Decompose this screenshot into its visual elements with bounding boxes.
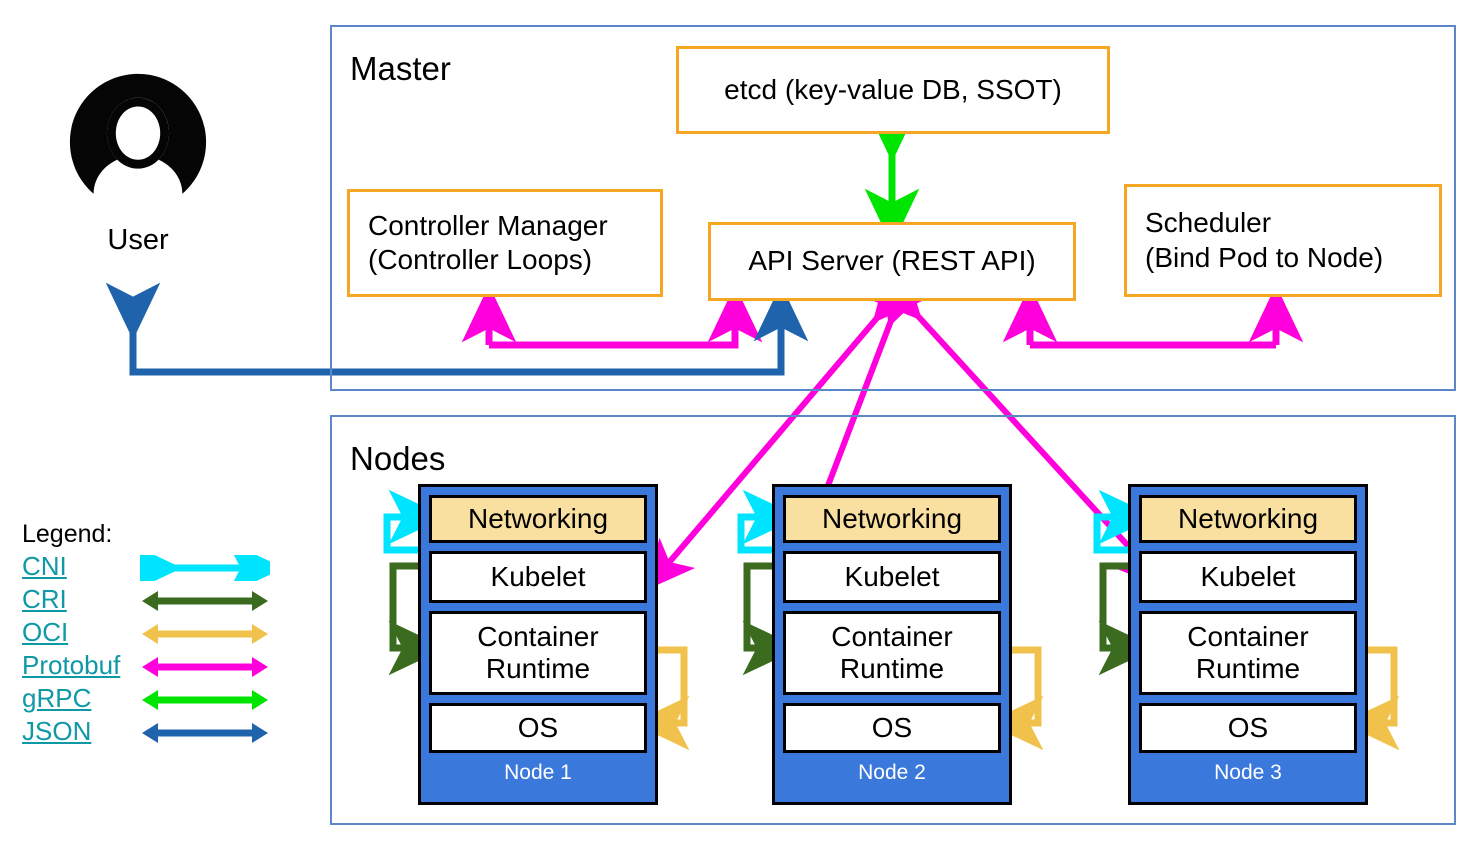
user-label: User: [107, 224, 169, 256]
legend-arrow-json: [142, 723, 268, 743]
node2-kubelet-layer[interactable]: Kubelet: [783, 551, 1001, 603]
node2-networking-layer[interactable]: Networking: [783, 495, 1001, 543]
legend-arrow-cri: [142, 591, 268, 611]
legend-heading: Legend:: [22, 520, 113, 548]
node2-container-runtime-layer[interactable]: Container Runtime: [783, 611, 1001, 695]
legend-link-grpc[interactable]: gRPC: [22, 683, 92, 713]
node1-os-layer[interactable]: OS: [429, 703, 647, 753]
node2-name-label: Node 2: [858, 761, 926, 784]
legend-row-oci: OCI: [22, 617, 272, 650]
nodes-group: [330, 415, 1456, 825]
node-card-node1[interactable]: Networking Kubelet Container Runtime OS …: [418, 484, 658, 805]
legend: Legend: CNI CRI OCI: [22, 520, 272, 749]
legend-arrow-oci: [142, 624, 268, 644]
node1-kubelet-layer[interactable]: Kubelet: [429, 551, 647, 603]
nodes-group-title: Nodes: [350, 440, 446, 477]
etcd-box[interactable]: etcd (key-value DB, SSOT): [676, 46, 1110, 134]
node-card-node2[interactable]: Networking Kubelet Container Runtime OS …: [772, 484, 1012, 805]
legend-link-cni[interactable]: CNI: [22, 551, 67, 581]
node1-networking-layer[interactable]: Networking: [429, 495, 647, 543]
legend-link-protobuf[interactable]: Protobuf: [22, 650, 121, 680]
legend-row-cni: CNI: [22, 551, 272, 584]
user-node: User: [60, 68, 216, 257]
controller-manager-box[interactable]: Controller Manager (Controller Loops): [347, 189, 663, 297]
legend-arrow-protobuf: [142, 657, 268, 677]
legend-arrow-grpc: [142, 690, 268, 710]
master-group: [330, 25, 1456, 391]
node3-name-label: Node 3: [1214, 761, 1282, 784]
node3-networking-layer[interactable]: Networking: [1139, 495, 1357, 543]
legend-link-json[interactable]: JSON: [22, 716, 92, 746]
legend-row-grpc: gRPC: [22, 683, 272, 716]
legend-link-oci[interactable]: OCI: [22, 617, 69, 647]
master-group-title: Master: [350, 50, 451, 87]
node-card-node3[interactable]: Networking Kubelet Container Runtime OS …: [1128, 484, 1368, 805]
user-avatar-icon: [64, 68, 212, 216]
legend-link-cri[interactable]: CRI: [22, 584, 67, 614]
scheduler-box[interactable]: Scheduler (Bind Pod to Node): [1124, 184, 1442, 297]
node3-os-layer[interactable]: OS: [1139, 703, 1357, 753]
node3-kubelet-layer[interactable]: Kubelet: [1139, 551, 1357, 603]
node3-container-runtime-layer[interactable]: Container Runtime: [1139, 611, 1357, 695]
node1-name-label: Node 1: [504, 761, 572, 784]
node1-container-runtime-layer[interactable]: Container Runtime: [429, 611, 647, 695]
legend-arrow-cni: [140, 555, 270, 581]
legend-row-protobuf: Protobuf: [22, 650, 272, 683]
legend-row-json: JSON: [22, 716, 272, 749]
node2-os-layer[interactable]: OS: [783, 703, 1001, 753]
api-server-box[interactable]: API Server (REST API): [708, 222, 1076, 301]
legend-row-cri: CRI: [22, 584, 272, 617]
